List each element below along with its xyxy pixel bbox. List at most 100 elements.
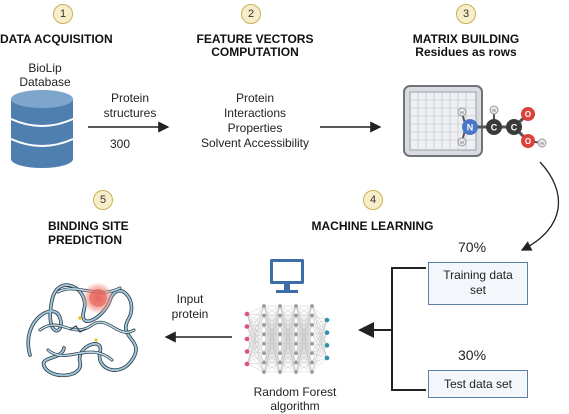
network-edge xyxy=(263,362,281,373)
network-edge xyxy=(263,305,281,344)
input-protein-line2: protein xyxy=(171,307,209,321)
network-node xyxy=(278,332,282,337)
network-edge xyxy=(246,338,265,354)
network-edge xyxy=(295,305,313,373)
network-edge xyxy=(246,338,265,344)
network-edge xyxy=(279,352,297,373)
network-edge xyxy=(295,315,313,373)
amino-acid-molecule-icon: H H H H N C C O O xyxy=(457,105,547,148)
network-edge xyxy=(295,334,313,373)
network-edge xyxy=(295,362,313,373)
network-edge xyxy=(311,319,328,373)
structures-label-line1: Protein xyxy=(110,91,150,105)
network-edge xyxy=(279,305,297,363)
network-node xyxy=(262,351,266,356)
database-label-line2: Database xyxy=(19,75,71,89)
network-edge xyxy=(246,315,265,352)
feature-item-interactions: Interactions xyxy=(223,106,287,120)
network-edge xyxy=(311,357,328,363)
network-node xyxy=(310,322,314,327)
network-node xyxy=(294,332,298,337)
step-5-title: BINDING SITE xyxy=(48,219,129,233)
step-5-badge: 5 xyxy=(93,190,113,210)
network-edge xyxy=(311,315,328,333)
network-edge xyxy=(311,319,328,363)
network-edge xyxy=(246,363,265,373)
step-3-badge: 3 xyxy=(456,4,476,24)
training-data-set-box: Training data set xyxy=(428,262,528,305)
network-node xyxy=(310,351,314,356)
network-edge xyxy=(246,343,265,365)
network-node xyxy=(310,332,314,337)
feature-item-protein: Protein xyxy=(235,91,275,105)
train-percentage: 70% xyxy=(458,239,487,255)
network-node xyxy=(294,304,298,308)
step-5-subtitle: PREDICTION xyxy=(48,233,123,247)
network-edge xyxy=(246,334,265,365)
step-2-badge: 2 xyxy=(241,4,261,24)
network-node xyxy=(278,370,282,374)
svg-text:H: H xyxy=(460,110,463,115)
network-edge xyxy=(263,305,281,363)
network-node xyxy=(278,351,282,356)
training-box-line1: Training data xyxy=(443,268,513,282)
network-edge xyxy=(246,326,265,335)
network-node xyxy=(244,349,250,354)
network-edge xyxy=(246,315,265,365)
svg-text:O: O xyxy=(525,110,531,119)
network-edge xyxy=(263,315,281,373)
network-node xyxy=(278,313,282,318)
network-edge xyxy=(311,315,328,346)
step-1-title: DATA ACQUISITION xyxy=(0,32,113,46)
network-edge xyxy=(295,305,313,363)
network-node xyxy=(310,313,314,318)
network-node xyxy=(324,317,330,323)
network-edge xyxy=(279,305,297,316)
network-edge xyxy=(311,332,328,354)
network-edge xyxy=(311,319,328,344)
network-node xyxy=(324,330,330,335)
network-node xyxy=(262,313,266,318)
network-edge xyxy=(311,324,328,333)
network-node xyxy=(262,370,266,374)
neural-network-nodes xyxy=(244,304,330,374)
computer-monitor-icon xyxy=(270,259,304,293)
step-1-badge: 1 xyxy=(53,4,73,24)
input-protein-line1: Input xyxy=(176,292,204,306)
network-edge xyxy=(311,315,328,321)
network-edge xyxy=(311,332,328,344)
network-edge xyxy=(279,305,297,335)
network-edge xyxy=(311,332,328,335)
svg-text:C: C xyxy=(511,123,518,133)
step-3-title: MATRIX BUILDING xyxy=(412,32,520,46)
network-edge xyxy=(246,334,265,340)
network-edge xyxy=(279,315,297,373)
network-edge xyxy=(295,305,313,354)
network-edge xyxy=(279,324,297,373)
network-edge xyxy=(311,343,328,359)
feature-item-properties: Properties xyxy=(227,121,283,135)
structures-count: 300 xyxy=(109,137,131,151)
training-box-line2: set xyxy=(469,283,486,297)
network-edge xyxy=(295,324,313,373)
network-edge xyxy=(246,351,265,354)
network-edge xyxy=(295,305,313,335)
network-node xyxy=(310,360,314,365)
network-edge xyxy=(295,305,313,326)
network-edge xyxy=(311,357,328,373)
network-edge xyxy=(246,324,265,340)
network-edge xyxy=(246,305,265,352)
step-4-title: MACHINE LEARNING xyxy=(311,219,434,233)
network-edge xyxy=(279,305,297,344)
network-edge xyxy=(263,352,281,373)
network-edge xyxy=(263,334,281,373)
network-edge xyxy=(279,362,297,373)
svg-text:H: H xyxy=(460,140,463,145)
svg-text:N: N xyxy=(467,123,474,133)
network-edge xyxy=(311,319,328,354)
network-edge xyxy=(279,334,297,373)
network-edge xyxy=(279,343,297,373)
step-2-subtitle: COMPUTATION xyxy=(211,45,299,59)
step-4-badge: 4 xyxy=(363,190,383,210)
